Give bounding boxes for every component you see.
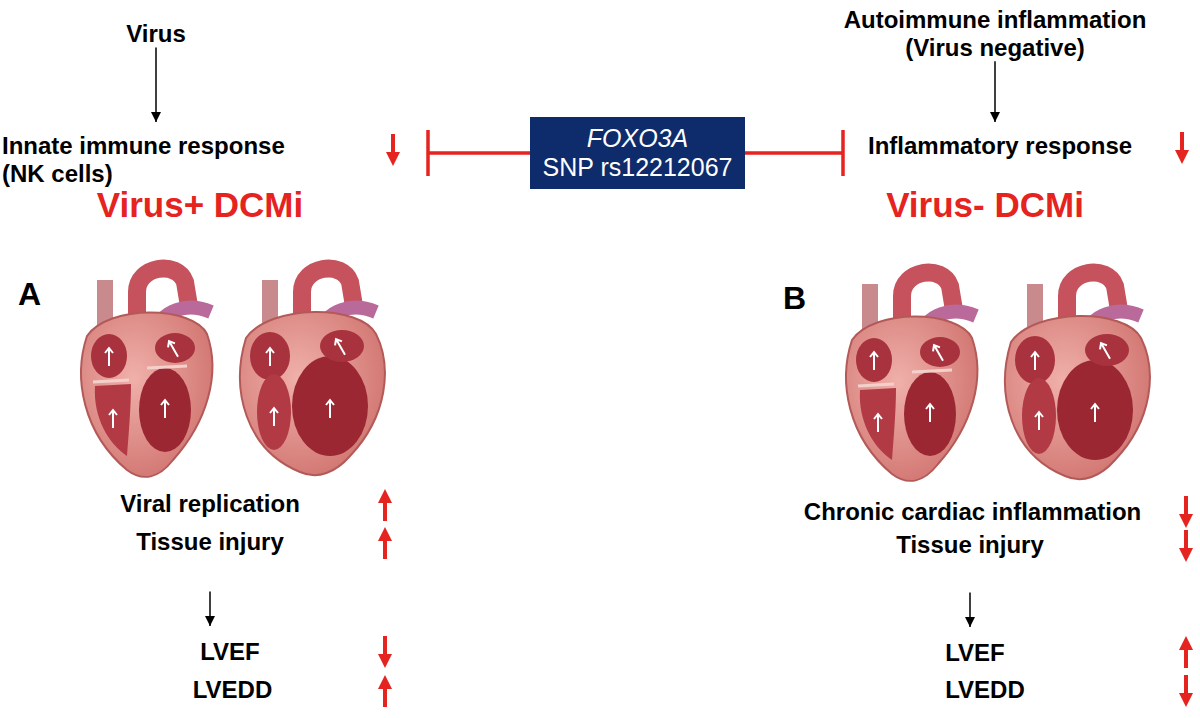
outcome-label: Viral replication xyxy=(60,490,360,518)
outcome-label: LVEDD xyxy=(900,676,1070,704)
panel-letter: A xyxy=(18,276,58,313)
text-node: Virus xyxy=(96,20,216,48)
node-text: Inflammatory response xyxy=(868,132,1193,160)
group-title: Virus- DCMi xyxy=(845,185,1125,225)
arrow-line xyxy=(209,592,211,626)
inhibition-line xyxy=(428,151,530,155)
decrease-arrow xyxy=(1179,675,1193,707)
inhibition-line xyxy=(745,151,843,155)
decrease-arrow xyxy=(378,636,392,668)
dilated-heart xyxy=(1005,273,1150,480)
arrow-line xyxy=(155,48,157,122)
increase-arrow xyxy=(1179,636,1193,668)
dilated-heart xyxy=(240,269,385,476)
outcome-label: Chronic cardiac inflammation xyxy=(790,498,1155,526)
node-text: Autoimmune inflammation (Virus negative) xyxy=(830,6,1160,61)
node-text: Virus xyxy=(96,20,216,48)
text-node: Tissue injury xyxy=(60,528,360,592)
increase-arrow xyxy=(378,527,392,559)
increase-arrow xyxy=(378,675,392,707)
arrow-line xyxy=(969,593,971,627)
normal-heart xyxy=(846,273,977,481)
text-node: LVEF xyxy=(150,626,310,666)
text-node: LVEF xyxy=(900,627,1050,667)
text-node: Inflammatory response xyxy=(843,122,1193,170)
node-text: Tissue injury xyxy=(870,531,1070,559)
text-node: Innate immune response (NK cells) xyxy=(2,122,428,187)
panel-letter: B xyxy=(783,280,823,317)
text-node: Autoimmune inflammation (Virus negative) xyxy=(830,6,1160,61)
decrease-arrow xyxy=(386,134,400,166)
text-node: Tissue injury xyxy=(870,531,1070,593)
gene-label: FOXO3A xyxy=(587,124,688,153)
node-text: Innate immune response (NK cells) xyxy=(2,132,307,187)
arrow-line xyxy=(994,61,996,122)
normal-heart xyxy=(81,269,212,477)
node-text: LVEF xyxy=(150,638,310,666)
decrease-arrow xyxy=(1179,530,1193,562)
decrease-arrow xyxy=(1175,132,1189,164)
node-text: LVEF xyxy=(900,639,1050,667)
gene-box: FOXO3ASNP rs12212067 xyxy=(530,117,745,189)
increase-arrow xyxy=(378,489,392,521)
node-text: Tissue injury xyxy=(60,528,360,556)
group-title: Virus+ DCMi xyxy=(60,185,340,225)
gene-label: SNP rs12212067 xyxy=(543,153,733,182)
outcome-label: LVEDD xyxy=(150,676,315,704)
decrease-arrow xyxy=(1179,496,1193,528)
